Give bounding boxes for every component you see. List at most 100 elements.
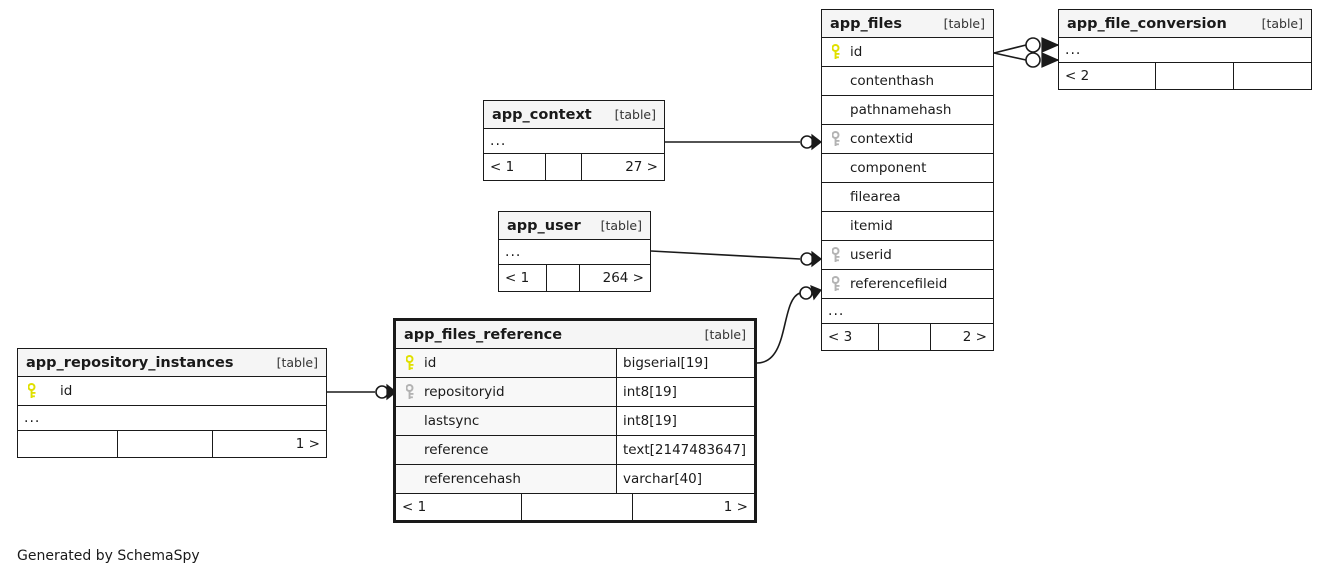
table-header-app-user: app_user [table] [499,212,650,240]
primary-key-icon [24,383,42,399]
column-name: lastsync [424,413,480,429]
more-columns-indicator[interactable]: ... [18,406,326,431]
column-cell: contextid [822,125,993,153]
table-type-tag: [table] [600,218,642,233]
column-cell: id [822,38,993,66]
footer-parent-count[interactable]: < 1 [402,499,427,515]
crowfoot-app-files-referencefileid [810,285,822,301]
table-row[interactable]: userid [822,241,993,270]
footer-middle [878,324,929,350]
column-cell: id [396,349,616,377]
table-app-repository-instances[interactable]: app_repository_instances [table] id ... … [17,348,327,458]
table-row[interactable]: repositoryid int8[19] [396,378,754,407]
cardinality-zero-circle-5 [799,286,813,300]
footer-child-count[interactable]: 1 > [632,494,754,520]
table-title: app_context [492,106,592,123]
column-name: userid [850,247,892,263]
foreign-key-icon [402,384,420,400]
footer-child-count[interactable]: 1 > [212,431,326,457]
column-cell: lastsync [396,407,616,435]
footer-middle [545,265,579,291]
column-type: int8[19] [616,407,754,435]
footer-parent-count[interactable]: < 1 [490,159,515,175]
more-columns-indicator[interactable]: ... [484,129,664,154]
column-name: reference [424,442,489,458]
footer-parent-count[interactable]: < 3 [828,329,853,345]
table-header-app-file-conversion: app_file_conversion [table] [1059,10,1311,38]
column-name: contextid [850,131,914,147]
more-columns-indicator[interactable]: ... [1059,38,1311,63]
table-type-tag: [table] [704,327,746,342]
column-cell: pathnamehash [822,96,993,124]
crowfoot-app-files-userid [811,250,822,268]
table-footer-app-user: < 1 264 > [499,265,650,291]
edge-app-user-to-app-files [650,250,801,260]
edge-app-files-to-app-file-conversion-2 [993,52,1027,61]
column-type: varchar[40] [616,465,754,493]
footer-middle [545,154,581,180]
column-name: referencehash [424,471,521,487]
footer-parent-count[interactable]: < 2 [1065,68,1090,84]
footer-child-count[interactable]: 27 > [581,154,664,180]
table-row[interactable]: id [18,377,326,406]
table-footer-app-repository-instances: 1 > [18,431,326,457]
column-name: component [850,160,927,176]
table-row[interactable]: id [822,38,993,67]
footer-parent-count[interactable] [18,431,117,457]
table-row[interactable]: component [822,154,993,183]
table-row[interactable]: itemid [822,212,993,241]
table-app-file-conversion[interactable]: app_file_conversion [table] ... < 2 [1058,9,1312,90]
footer-parent-count[interactable]: < 1 [505,270,530,286]
cardinality-zero-circle-2 [1025,52,1041,68]
table-row[interactable]: reference text[2147483647] [396,436,754,465]
column-cell: referencehash [396,465,616,493]
column-name: filearea [850,189,901,205]
column-name: itemid [850,218,893,234]
footer-child-count[interactable]: 264 > [579,265,650,291]
column-cell: id [18,377,326,405]
table-row[interactable]: contextid [822,125,993,154]
column-cell: repositoryid [396,378,616,406]
table-row[interactable]: referencefileid [822,270,993,299]
cardinality-zero-circle-6 [375,385,389,399]
table-footer-app-files-reference: < 1 1 > [396,494,754,520]
more-columns-indicator[interactable]: ... [822,299,993,324]
column-cell: contenthash [822,67,993,95]
table-header-app-repository-instances: app_repository_instances [table] [18,349,326,377]
column-type: bigserial[19] [616,349,754,377]
crowfoot-app-file-conversion-1 [1041,37,1060,53]
table-type-tag: [table] [943,16,985,31]
table-row[interactable]: referencehash varchar[40] [396,465,754,494]
column-name: contenthash [850,73,935,89]
table-app-user[interactable]: app_user [table] ... < 1 264 > [498,211,651,292]
crowfoot-app-file-conversion-2 [1041,52,1060,68]
table-title: app_user [507,217,581,234]
footer-child-count[interactable]: 2 > [929,324,993,350]
column-cell: itemid [822,212,993,240]
column-name: id [424,355,437,371]
primary-key-icon [828,44,846,60]
footer-child-count[interactable] [1232,63,1311,89]
table-row[interactable]: filearea [822,183,993,212]
table-row[interactable]: lastsync int8[19] [396,407,754,436]
table-title: app_files_reference [404,326,563,343]
column-name: pathnamehash [850,102,952,118]
table-app-files[interactable]: app_files [table] id contenthash pathnam… [821,9,994,351]
table-app-files-reference[interactable]: app_files_reference [table] id bigserial… [393,318,757,523]
more-columns-indicator[interactable]: ... [499,240,650,265]
table-title: app_repository_instances [26,354,234,371]
edge-app-files-to-app-file-conversion-1 [993,44,1027,54]
table-app-context[interactable]: app_context [table] ... < 1 27 > [483,100,665,181]
cardinality-zero-circle-1 [1025,37,1041,53]
footer-middle [1154,63,1233,89]
table-type-tag: [table] [276,355,318,370]
table-row[interactable]: pathnamehash [822,96,993,125]
footer-middle [116,431,212,457]
table-row[interactable]: contenthash [822,67,993,96]
column-type: text[2147483647] [616,436,754,464]
table-row[interactable]: id bigserial[19] [396,349,754,378]
column-name: referencefileid [850,276,948,292]
column-name: id [60,383,73,399]
table-footer-app-context: < 1 27 > [484,154,664,180]
